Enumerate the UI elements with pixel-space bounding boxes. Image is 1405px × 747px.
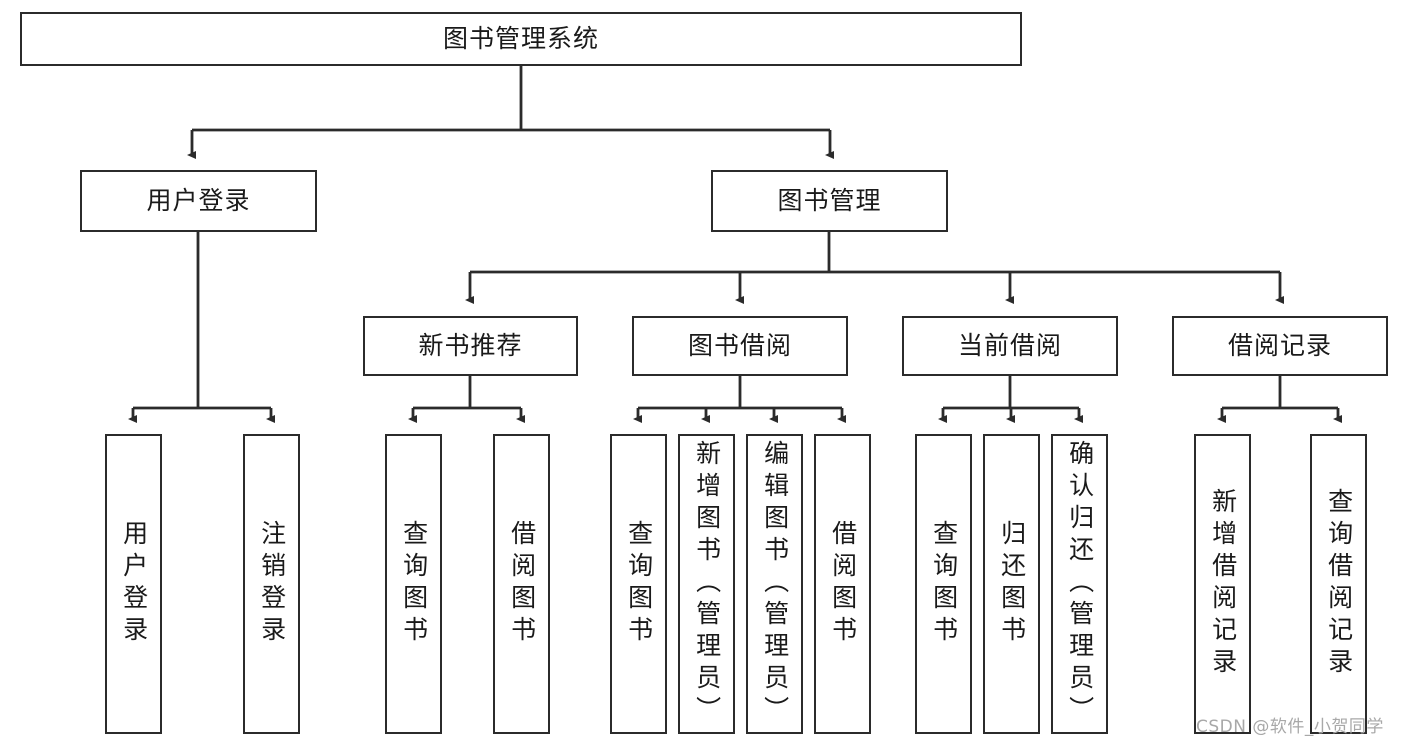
node-new-book-recommend-label: 新书推荐 — [418, 331, 523, 361]
leaf-new-book-borrow[interactable]: 借阅图书 — [493, 434, 550, 734]
leaf-label: 归还图书 — [997, 520, 1027, 648]
leaf-label: 用户登录 — [119, 520, 149, 648]
leaf-label: 查询图书 — [624, 520, 654, 648]
leaf-label: 新增图书（管理员） — [692, 440, 722, 728]
leaf-user-login-login[interactable]: 用户登录 — [105, 434, 162, 734]
leaf-label: 借阅图书 — [828, 520, 858, 648]
leaf-new-book-query[interactable]: 查询图书 — [385, 434, 442, 734]
leaf-label: 编辑图书（管理员） — [760, 440, 790, 728]
node-book-borrow[interactable]: 图书借阅 — [632, 316, 848, 376]
leaf-label: 新增借阅记录 — [1208, 488, 1238, 680]
node-current-borrow[interactable]: 当前借阅 — [902, 316, 1118, 376]
node-current-borrow-label: 当前借阅 — [957, 331, 1062, 361]
node-borrow-record-label: 借阅记录 — [1227, 331, 1332, 361]
leaf-book-borrow-query[interactable]: 查询图书 — [610, 434, 667, 734]
node-book-management-label: 图书管理 — [777, 186, 882, 216]
leaf-label: 确认归还（管理员） — [1065, 440, 1095, 728]
node-root[interactable]: 图书管理系统 — [20, 12, 1022, 66]
node-new-book-recommend[interactable]: 新书推荐 — [363, 316, 578, 376]
leaf-book-borrow-add[interactable]: 新增图书（管理员） — [678, 434, 735, 734]
leaf-book-borrow-edit[interactable]: 编辑图书（管理员） — [746, 434, 803, 734]
node-root-label: 图书管理系统 — [442, 24, 599, 54]
node-borrow-record[interactable]: 借阅记录 — [1172, 316, 1388, 376]
watermark: CSDN @软件_小贺同学 — [1196, 717, 1384, 737]
leaf-borrow-record-add[interactable]: 新增借阅记录 — [1194, 434, 1251, 734]
leaf-current-borrow-return[interactable]: 归还图书 — [983, 434, 1040, 734]
node-book-borrow-label: 图书借阅 — [687, 331, 792, 361]
leaf-borrow-record-query[interactable]: 查询借阅记录 — [1310, 434, 1367, 734]
leaf-label: 查询图书 — [929, 520, 959, 648]
node-user-login[interactable]: 用户登录 — [80, 170, 317, 232]
leaf-current-borrow-confirm-return[interactable]: 确认归还（管理员） — [1051, 434, 1108, 734]
leaf-label: 注销登录 — [257, 520, 287, 648]
leaf-label: 借阅图书 — [507, 520, 537, 648]
leaf-book-borrow-borrow[interactable]: 借阅图书 — [814, 434, 871, 734]
node-user-login-label: 用户登录 — [146, 186, 251, 216]
leaf-label: 查询借阅记录 — [1324, 488, 1354, 680]
leaf-label: 查询图书 — [399, 520, 429, 648]
leaf-current-borrow-query[interactable]: 查询图书 — [915, 434, 972, 734]
leaf-user-login-logout[interactable]: 注销登录 — [243, 434, 300, 734]
node-book-management[interactable]: 图书管理 — [711, 170, 948, 232]
